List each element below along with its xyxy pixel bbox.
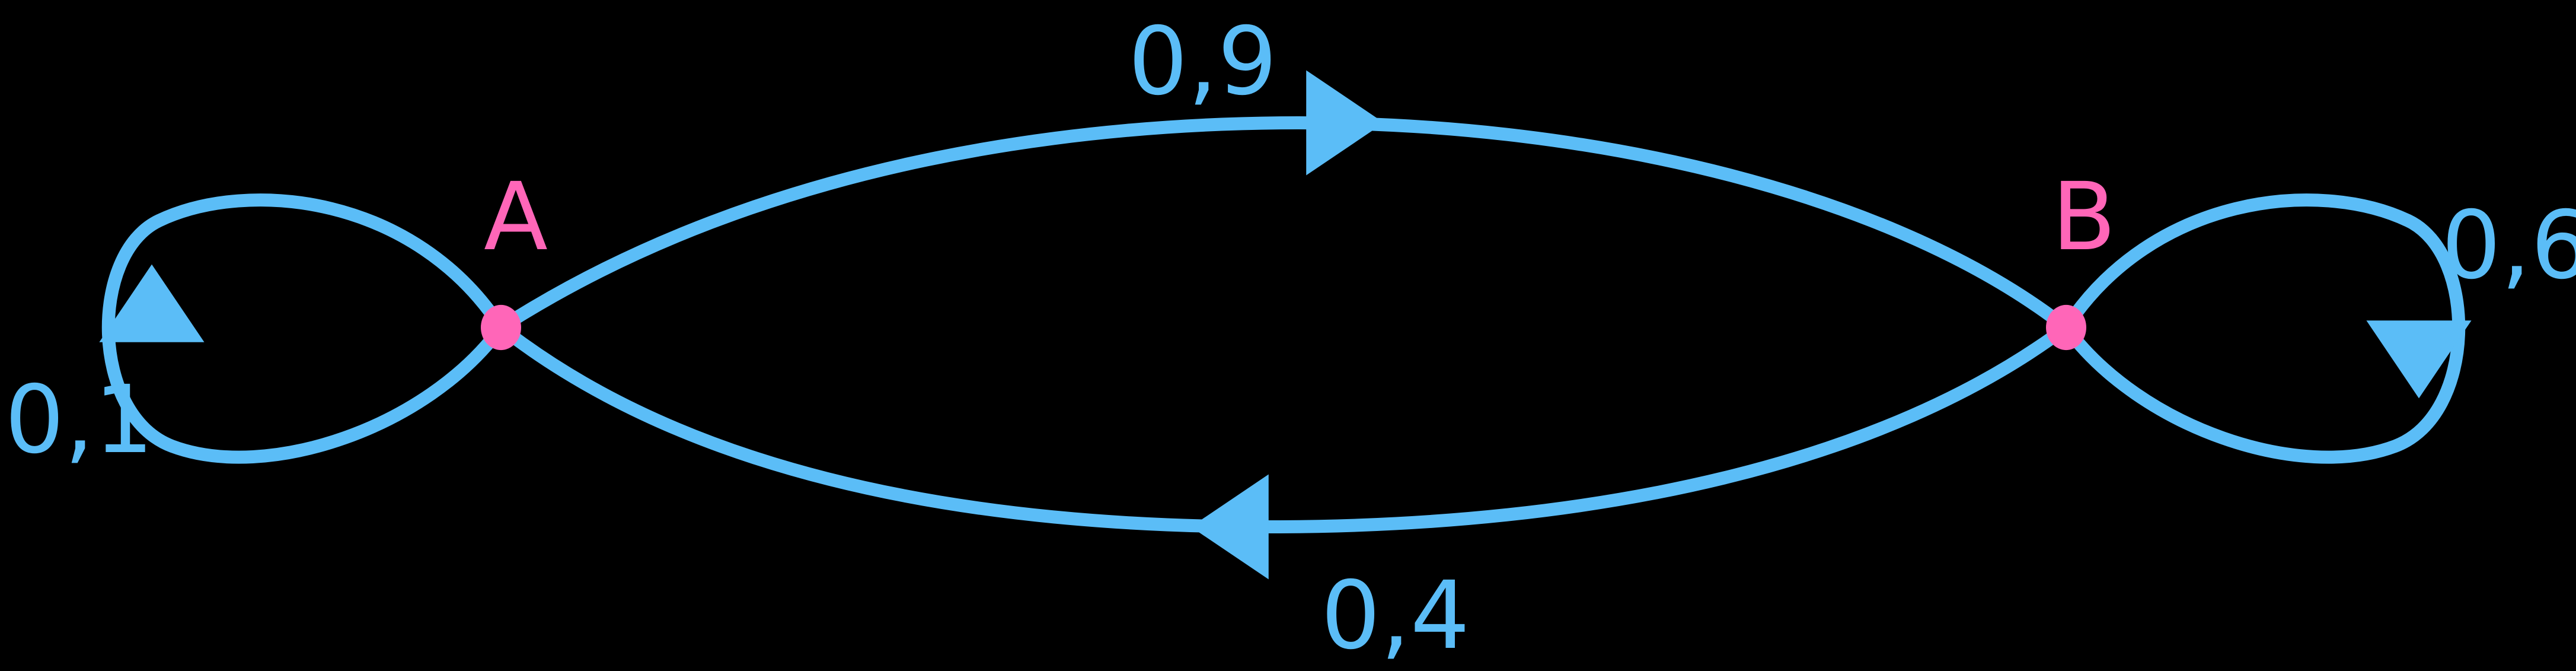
node-label-a: A — [484, 163, 548, 272]
edge-label-b-to-a: 0,4 — [1321, 561, 1470, 670]
arrowhead-up-icon — [99, 264, 205, 342]
arrowhead-down-icon — [2366, 320, 2472, 399]
edge-a-self-loop[interactable] — [101, 193, 507, 464]
node-dot-a[interactable] — [481, 304, 521, 351]
edge-b-to-a[interactable] — [497, 322, 2070, 533]
edge-label-b-self: 0,6 — [2441, 191, 2576, 300]
arrowhead-right-icon — [1306, 70, 1384, 176]
edge-a-to-b[interactable] — [497, 116, 2070, 333]
edge-label-a-to-b: 0,9 — [1128, 7, 1277, 116]
edge-label-a-self: 0,1 — [5, 365, 154, 475]
arrowhead-left-icon — [1190, 474, 1269, 580]
node-label-b: B — [2052, 163, 2116, 272]
node-dot-b[interactable] — [2046, 304, 2086, 351]
